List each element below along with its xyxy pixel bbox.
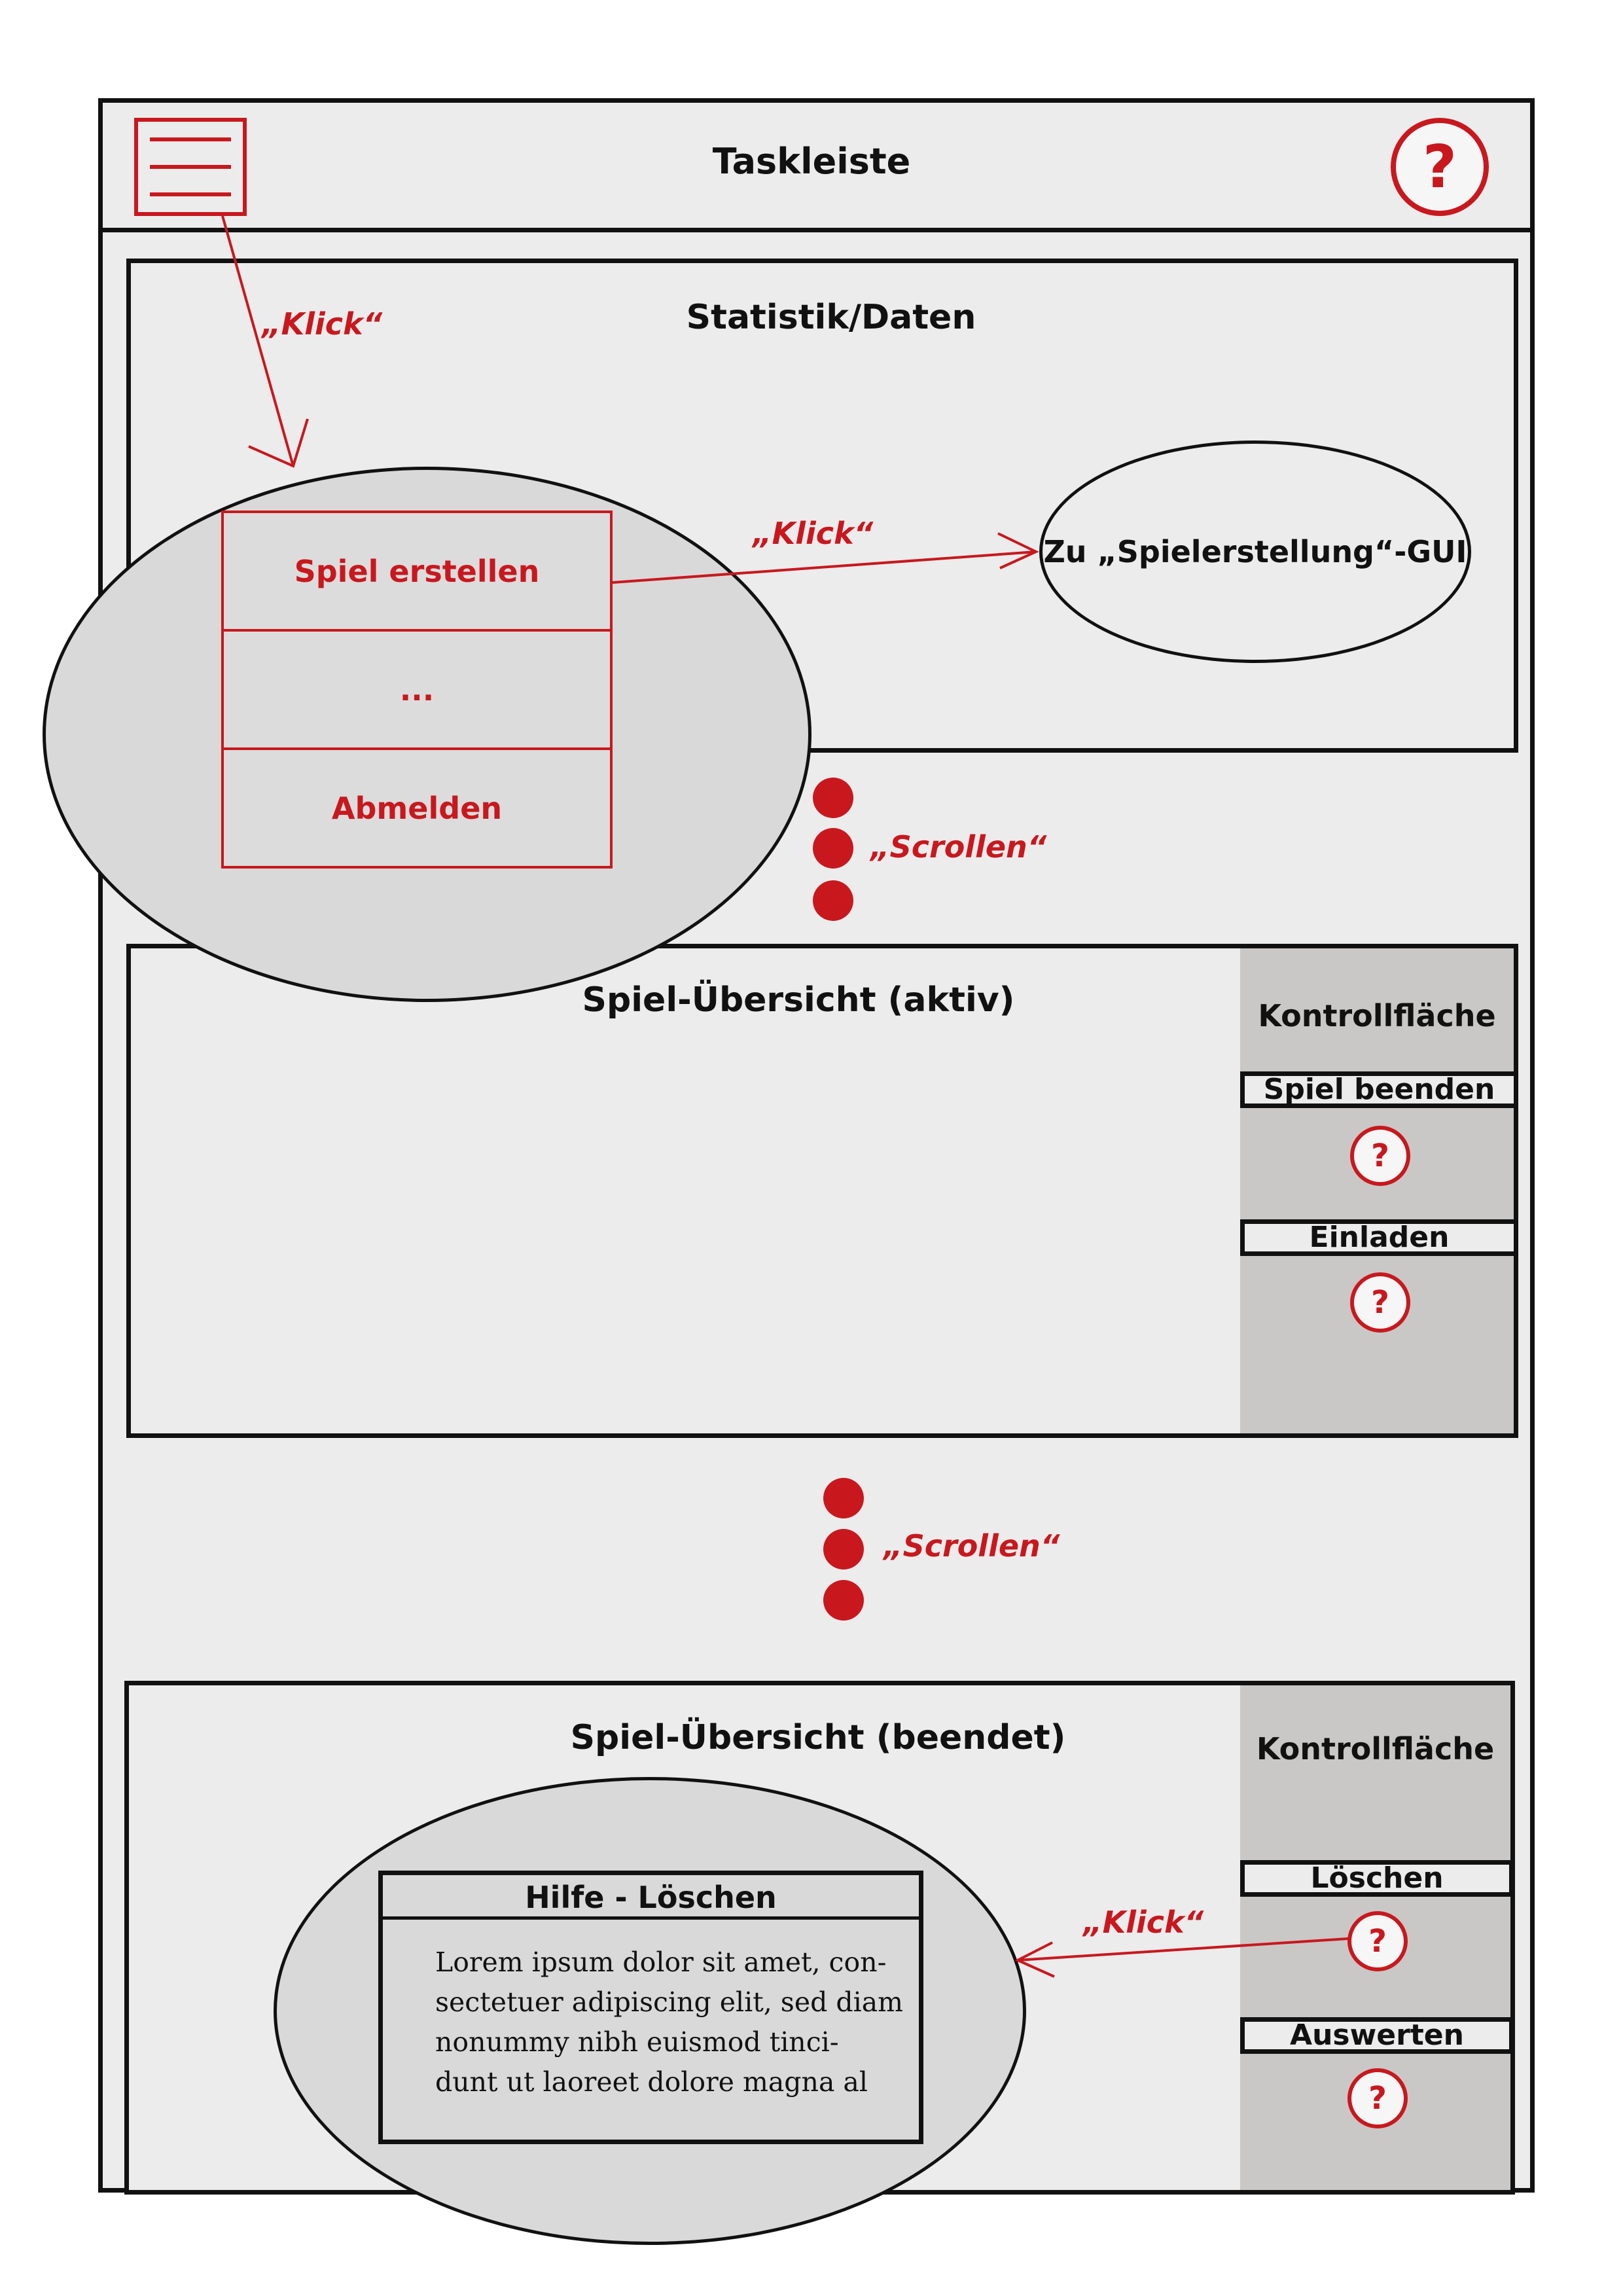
scroll-dot: [823, 1529, 864, 1570]
arrowhead-icon: [997, 532, 1039, 569]
invite-help-icon[interactable]: ?: [1350, 1272, 1410, 1333]
click-create-annotation: „Klick“: [753, 516, 874, 551]
help-popup-title: Hilfe - Löschen: [383, 1875, 919, 1920]
end-game-help-icon[interactable]: ?: [1350, 1126, 1410, 1186]
arrow-create-to-gui: [612, 550, 1037, 584]
menu-item-logout[interactable]: Abmelden: [221, 747, 613, 869]
hamburger-menu-icon[interactable]: [134, 118, 247, 216]
help-text-line: sectetuer adipiscing elit, sed diam: [435, 1986, 904, 2018]
arrowhead-icon: [248, 418, 309, 468]
menu-item-more[interactable]: ...: [221, 629, 613, 750]
finished-control-title: Kontrollfläche: [1256, 1731, 1495, 1767]
arrowhead-icon: [1014, 1941, 1055, 1978]
help-icon[interactable]: ?: [1391, 118, 1489, 216]
active-games-title: Spiel-Übersicht (aktiv): [582, 980, 1015, 1020]
click-help-annotation: „Klick“: [1083, 1905, 1204, 1940]
evaluate-help-icon[interactable]: ?: [1347, 2068, 1408, 2128]
click-menu-annotation: „Klick“: [262, 306, 383, 342]
scroll-dot: [813, 778, 853, 818]
help-text-line: dunt ut laoreet dolore magna al: [435, 2066, 868, 2098]
taskbar-title: Taskleiste: [712, 141, 911, 182]
scroll-dot: [813, 880, 853, 921]
scroll-dot: [813, 828, 853, 869]
finished-games-title: Spiel-Übersicht (beendet): [570, 1718, 1066, 1757]
help-text-line: Lorem ipsum dolor sit amet, con-: [435, 1946, 887, 1978]
help-popup-box: [378, 1871, 923, 2144]
taskbar: [98, 98, 1535, 232]
active-control-area: [1240, 948, 1514, 1433]
scroll-dot: [823, 1580, 864, 1621]
statistics-title: Statistik/Daten: [686, 298, 976, 337]
scroll-annotation: „Scrollen“: [870, 829, 1047, 865]
active-control-title: Kontrollfläche: [1258, 998, 1496, 1033]
arrow-help-to-popup: [1017, 1937, 1349, 1962]
evaluate-button[interactable]: Auswerten: [1240, 2017, 1514, 2054]
help-text-line: nonummy nibh euismod tinci-: [435, 2026, 839, 2058]
scroll-dot: [823, 1478, 864, 1518]
arrow-menu-to-popup: [221, 215, 294, 467]
help-popup-text: Lorem ipsum dolor sit amet, con- sectetu…: [435, 1943, 906, 2102]
spielerstellung-gui-bubble: [1039, 440, 1471, 663]
invite-button[interactable]: Einladen: [1240, 1219, 1518, 1256]
end-game-button[interactable]: Spiel beenden: [1240, 1071, 1518, 1108]
delete-help-icon[interactable]: ?: [1347, 1911, 1408, 1971]
menu-item-create-game[interactable]: Spiel erstellen: [221, 511, 613, 632]
delete-button[interactable]: Löschen: [1240, 1860, 1514, 1897]
spielerstellung-gui-label: Zu „Spielerstellung“-GUI: [1043, 534, 1467, 569]
scroll-annotation: „Scrollen“: [883, 1528, 1060, 1564]
